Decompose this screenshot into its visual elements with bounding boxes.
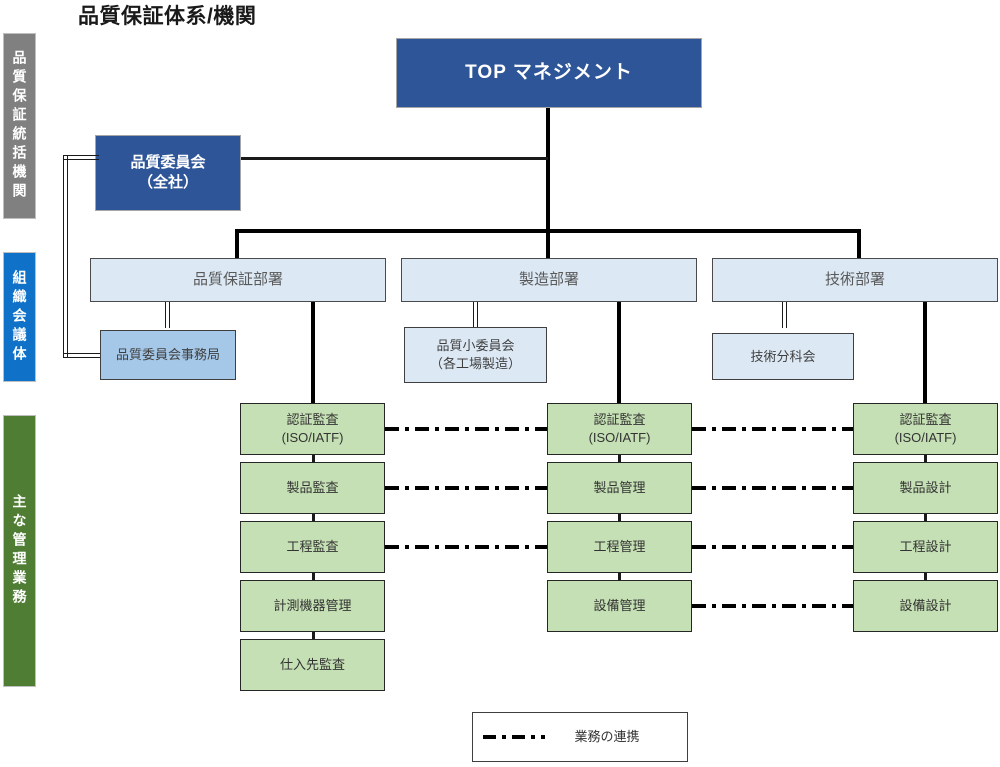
task-label-line1: 製品管理 bbox=[593, 480, 646, 496]
link-mfg-eng-row-1 bbox=[692, 486, 853, 490]
node-subcommittee-engineering[interactable]: 技術分科会 bbox=[712, 333, 854, 380]
sidebar-bar-label: 組織会議体 bbox=[11, 269, 28, 365]
connector-top-trunk bbox=[546, 108, 550, 232]
link-qa-mfg-row-1 bbox=[385, 486, 547, 490]
legend-dash-dot-line-icon bbox=[483, 735, 545, 739]
connector-qa-dept-to-tasks bbox=[311, 302, 315, 403]
task-box-qa-0[interactable]: 認証監査 (ISO/IATF) bbox=[240, 403, 385, 455]
task-box-mfg-1[interactable]: 製品管理 bbox=[547, 462, 692, 514]
connector-eng-dept-to-subcommittee bbox=[782, 302, 787, 328]
task-label-line1: 製品設計 bbox=[899, 480, 952, 496]
task-label-line1: 工程監査 bbox=[286, 539, 339, 555]
connector-eng-task-1-2 bbox=[924, 514, 927, 521]
node-label-line1: 品質小委員会 bbox=[436, 338, 515, 354]
node-subcommittee-manufacturing[interactable]: 品質小委員会 （各工場製造） bbox=[404, 327, 547, 383]
connector-bus-drop-quality-assurance bbox=[235, 229, 239, 259]
task-box-mfg-3[interactable]: 設備管理 bbox=[547, 580, 692, 632]
connector-top-to-quality-committee bbox=[240, 157, 548, 160]
connector-eng-task-2-3 bbox=[924, 573, 927, 580]
connector-mfg-task-0-1 bbox=[618, 455, 621, 462]
node-label: 品質保証部署 bbox=[192, 270, 283, 288]
task-label-line1: 認証監査 bbox=[593, 412, 646, 428]
task-label-line2: (ISO/IATF) bbox=[894, 430, 957, 445]
connector-bus-drop-manufacturing bbox=[546, 229, 550, 259]
connector-committee-to-office-top bbox=[63, 155, 99, 160]
task-box-mfg-2[interactable]: 工程管理 bbox=[547, 521, 692, 573]
node-label-line1: 技術分科会 bbox=[750, 348, 816, 364]
task-box-eng-2[interactable]: 工程設計 bbox=[853, 521, 998, 573]
task-label-line1: 工程設計 bbox=[899, 539, 952, 555]
task-label-line1: 認証監査 bbox=[286, 412, 339, 428]
link-mfg-eng-row-2 bbox=[692, 545, 853, 549]
task-box-eng-0[interactable]: 認証監査 (ISO/IATF) bbox=[853, 403, 998, 455]
connector-qa-task-3-4 bbox=[312, 632, 315, 639]
node-department-engineering[interactable]: 技術部署 bbox=[712, 258, 998, 302]
connector-mfg-task-1-2 bbox=[618, 514, 621, 521]
node-label: 品質委員会事務局 bbox=[115, 347, 220, 363]
node-committee-office[interactable]: 品質委員会事務局 bbox=[100, 330, 236, 380]
link-mfg-eng-row-3 bbox=[692, 604, 853, 608]
task-label-line1: 仕入先監査 bbox=[279, 657, 345, 673]
connector-committee-to-office-vertical bbox=[63, 155, 68, 358]
task-box-eng-1[interactable]: 製品設計 bbox=[853, 462, 998, 514]
task-box-qa-3[interactable]: 計測機器管理 bbox=[240, 580, 385, 632]
task-box-qa-2[interactable]: 工程監査 bbox=[240, 521, 385, 573]
connector-qa-task-0-1 bbox=[312, 455, 315, 462]
link-qa-mfg-row-0 bbox=[385, 427, 547, 431]
node-top-management[interactable]: TOP マネジメント bbox=[396, 38, 702, 108]
link-mfg-eng-row-0 bbox=[692, 427, 853, 431]
task-label-line1: 設備管理 bbox=[593, 598, 646, 614]
connector-eng-task-0-1 bbox=[924, 455, 927, 462]
connector-mfg-dept-to-subcommittee bbox=[473, 302, 478, 328]
task-box-qa-4[interactable]: 仕入先監査 bbox=[240, 639, 385, 691]
connector-mfg-dept-to-tasks bbox=[617, 302, 621, 403]
task-label-line1: 計測機器管理 bbox=[273, 598, 352, 614]
node-label: 技術部署 bbox=[824, 270, 885, 288]
node-department-quality-assurance[interactable]: 品質保証部署 bbox=[90, 258, 386, 302]
link-qa-mfg-row-2 bbox=[385, 545, 547, 549]
node-department-manufacturing[interactable]: 製造部署 bbox=[401, 258, 697, 302]
task-label-line1: 認証監査 bbox=[899, 412, 952, 428]
task-label-line2: (ISO/IATF) bbox=[281, 430, 344, 445]
task-box-qa-1[interactable]: 製品監査 bbox=[240, 462, 385, 514]
node-label-line2: （全社） bbox=[137, 174, 198, 191]
legend-box: 業務の連携 bbox=[472, 712, 688, 762]
sidebar-bar-quality-assurance-governing-body: 品質保証統括機関 bbox=[3, 33, 36, 219]
node-label-line1: 品質委員会 bbox=[130, 153, 206, 171]
connector-qa-task-1-2 bbox=[312, 514, 315, 521]
sidebar-bar-label: 主な管理業務 bbox=[11, 494, 28, 608]
connector-qa-task-2-3 bbox=[312, 573, 315, 580]
node-quality-committee[interactable]: 品質委員会 （全社） bbox=[95, 135, 241, 211]
connector-committee-to-office-bottom bbox=[63, 353, 101, 358]
task-label-line1: 設備設計 bbox=[899, 598, 952, 614]
task-box-eng-3[interactable]: 設備設計 bbox=[853, 580, 998, 632]
connector-qa-dept-to-office bbox=[165, 302, 170, 328]
connector-mfg-task-2-3 bbox=[618, 573, 621, 580]
connector-eng-dept-to-tasks bbox=[923, 302, 927, 403]
connector-bus-drop-engineering bbox=[857, 229, 861, 259]
node-label: TOP マネジメント bbox=[465, 62, 633, 84]
task-label-line1: 工程管理 bbox=[593, 539, 646, 555]
legend-label: 業務の連携 bbox=[574, 729, 640, 745]
node-label-line2: （各工場製造） bbox=[429, 356, 521, 371]
sidebar-bar-label: 品質保証統括機関 bbox=[11, 50, 28, 202]
task-label-line2: (ISO/IATF) bbox=[588, 430, 651, 445]
page-title: 品質保証体系/機関 bbox=[78, 5, 257, 28]
node-label: 製造部署 bbox=[518, 270, 579, 288]
sidebar-bar-main-management-operations: 主な管理業務 bbox=[3, 415, 36, 687]
task-box-mfg-0[interactable]: 認証監査 (ISO/IATF) bbox=[547, 403, 692, 455]
sidebar-bar-organizational-council: 組織会議体 bbox=[3, 252, 36, 382]
task-label-line1: 製品監査 bbox=[286, 480, 339, 496]
